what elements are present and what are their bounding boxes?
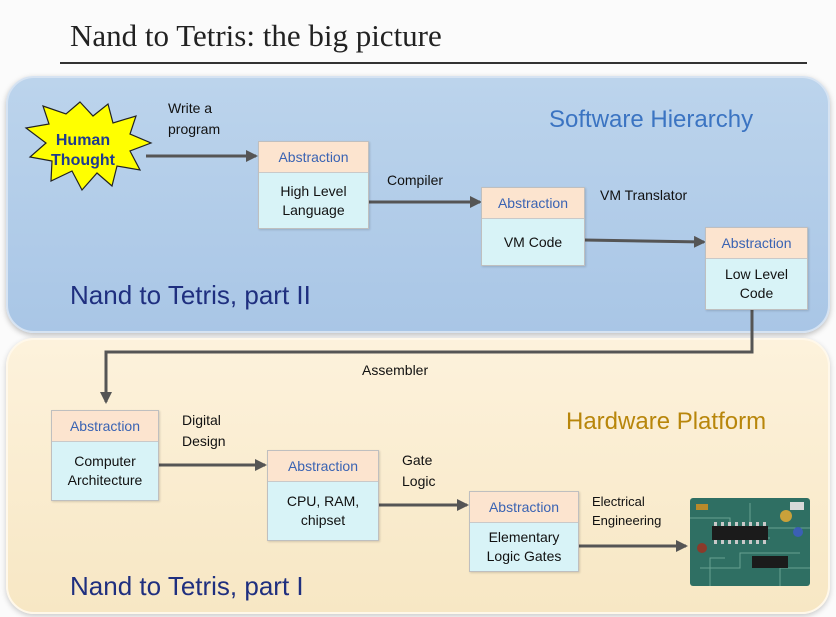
vm-code-label: VM Code: [482, 219, 584, 265]
cpu-ram-chipset-label: CPU, RAM, chipset: [268, 482, 378, 540]
title-underline: [60, 62, 807, 64]
compiler-label: Compiler: [387, 172, 444, 188]
software-heading: Software Hierarchy: [549, 106, 754, 133]
abstraction-label: Abstraction: [482, 188, 584, 219]
abstraction-label: Abstraction: [259, 142, 368, 173]
vm-translator-label: VM Translator: [600, 187, 688, 203]
abstraction-label: Abstraction: [52, 411, 158, 442]
circuit-board-image: [690, 498, 810, 586]
cpu-ram-chipset-node: Abstraction CPU, RAM, chipset: [267, 450, 379, 541]
abstraction-label: Abstraction: [268, 451, 378, 482]
slide-title: Nand to Tetris: the big picture: [70, 18, 442, 53]
high-level-language-node: Abstraction High Level Language: [258, 141, 369, 229]
electrical-engineering-label: Electrical Engineering: [592, 494, 662, 528]
low-level-code-node: Abstraction Low Level Code: [705, 227, 808, 310]
human-thought-label: Human Thought: [51, 132, 115, 169]
software-panel: [6, 76, 830, 333]
gate-logic-label: Gate Logic: [402, 452, 436, 489]
write-program-label: Write a program: [168, 100, 221, 137]
burst-shape: [24, 101, 153, 192]
abstraction-label: Abstraction: [470, 492, 578, 523]
digital-design-label: Digital Design: [182, 412, 226, 449]
high-level-language-label: High Level Language: [259, 173, 368, 228]
low-level-code-label: Low Level Code: [706, 259, 807, 309]
logic-gates-node: Abstraction Elementary Logic Gates: [469, 491, 579, 572]
software-part-label: Nand to Tetris, part II: [70, 280, 311, 310]
logic-gates-label: Elementary Logic Gates: [470, 523, 578, 571]
assembler-label: Assembler: [362, 362, 429, 378]
vm-code-node: Abstraction VM Code: [481, 187, 585, 266]
computer-architecture-label: Computer Architecture: [52, 442, 158, 500]
hardware-part-label: Nand to Tetris, part I: [70, 571, 304, 601]
hardware-heading: Hardware Platform: [566, 408, 767, 435]
abstraction-label: Abstraction: [706, 228, 807, 259]
computer-architecture-node: Abstraction Computer Architecture: [51, 410, 159, 501]
